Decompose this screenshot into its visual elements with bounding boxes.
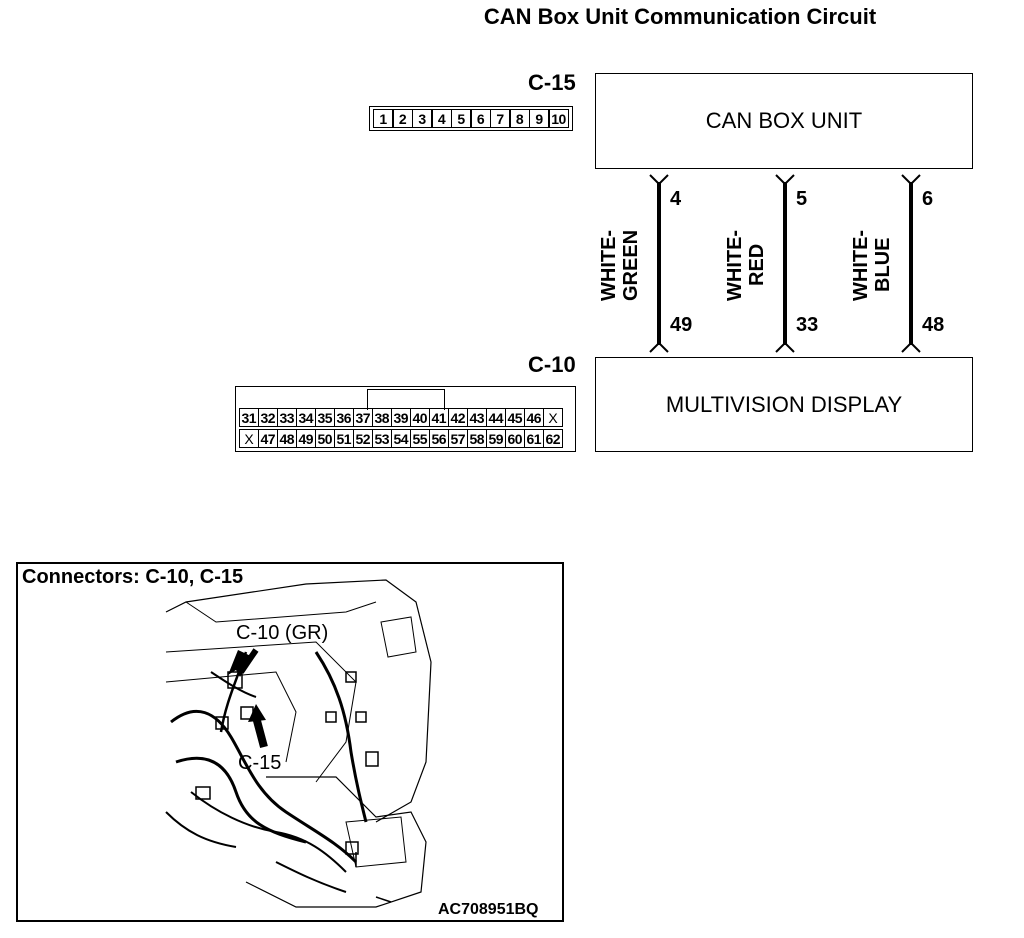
pin-cell: 45 xyxy=(504,408,525,427)
pin-cell: 54 xyxy=(390,429,411,448)
callout-c15: C-15 xyxy=(238,752,282,774)
can-box-unit: CAN BOX UNIT xyxy=(595,73,973,169)
pin-cell: 31 xyxy=(238,408,259,427)
connector-location-panel xyxy=(16,562,564,922)
pin-cell: 56 xyxy=(428,429,449,448)
pin-cell: 2 xyxy=(392,109,413,128)
pin-cell: 57 xyxy=(447,429,468,448)
c15-pointer-arrow xyxy=(248,704,266,722)
callout-c10: C-10 (GR) xyxy=(236,622,329,644)
pin-cell: 37 xyxy=(352,408,373,427)
pin-cell: 51 xyxy=(333,429,354,448)
wire-3-top-pin: 6 xyxy=(922,188,934,210)
wire-1-bottom-pin: 49 xyxy=(670,314,693,336)
pin-cell: 58 xyxy=(466,429,487,448)
pin-cell: 55 xyxy=(409,429,430,448)
pin-cell: 50 xyxy=(314,429,335,448)
pin-cell: 38 xyxy=(371,408,392,427)
pin-cell: 8 xyxy=(509,109,530,128)
connector-c15-label: C-15 xyxy=(528,70,576,95)
connector-c10-outline xyxy=(235,386,576,452)
pin-cell: 62 xyxy=(542,429,563,448)
c10-pointer-arrow xyxy=(228,650,253,677)
pin-cell: 52 xyxy=(352,429,373,448)
wire-white-blue xyxy=(901,174,921,353)
pin-cell: 6 xyxy=(470,109,491,128)
vehicle-dashboard-illustration xyxy=(165,579,432,908)
wire-3-bottom-pin: 48 xyxy=(922,314,945,336)
wire-white-red xyxy=(775,174,795,353)
wire-white-green xyxy=(649,174,669,353)
pin-cell: 40 xyxy=(409,408,430,427)
pin-cell: 43 xyxy=(466,408,487,427)
pin-cell: 61 xyxy=(523,429,544,448)
pin-cell: 44 xyxy=(485,408,506,427)
pin-cell: 53 xyxy=(371,429,392,448)
multivision-display-unit: MULTIVISION DISPLAY xyxy=(595,357,973,452)
diagram-title: CAN Box Unit Communication Circuit xyxy=(483,4,877,29)
pin-cell: 36 xyxy=(333,408,354,427)
pin-cell: 33 xyxy=(276,408,297,427)
pin-cell: 3 xyxy=(411,109,433,128)
pin-cell: 4 xyxy=(431,109,452,128)
pin-cell: 1 xyxy=(372,109,394,128)
connector-c10-latch xyxy=(367,389,445,410)
pin-cell: 48 xyxy=(276,429,297,448)
pin-cell: 59 xyxy=(485,429,506,448)
wire-2-bottom-pin: 33 xyxy=(796,314,819,336)
pin-cell: 7 xyxy=(489,109,511,128)
pin-cell: 41 xyxy=(428,408,449,427)
pin-cell: 42 xyxy=(447,408,468,427)
pin-cell: 47 xyxy=(257,429,278,448)
pin-cell-unused: X xyxy=(238,429,259,448)
pin-cell: 10 xyxy=(548,109,569,128)
wire-1-color-label: WHITE-GREEN xyxy=(598,229,642,301)
pin-cell: 5 xyxy=(450,109,472,128)
wire-2-color-label: WHITE-RED xyxy=(724,229,768,301)
pin-cell: 60 xyxy=(504,429,525,448)
pin-cell: 39 xyxy=(390,408,411,427)
wire-2-top-pin: 5 xyxy=(796,188,808,210)
connector-c10-label: C-10 xyxy=(528,352,576,377)
pin-cell: 49 xyxy=(295,429,316,448)
figure-code: AC708951BQ xyxy=(438,901,539,918)
pin-cell: 46 xyxy=(523,408,544,427)
wire-3-color-label: WHITE-BLUE xyxy=(850,229,894,301)
pin-cell: 9 xyxy=(528,109,550,128)
pin-cell: 32 xyxy=(257,408,278,427)
pin-cell: 35 xyxy=(314,408,335,427)
wire-1-top-pin: 4 xyxy=(670,188,682,210)
pin-cell-unused: X xyxy=(542,408,563,427)
connector-panel-title: Connectors: C-10, C-15 xyxy=(22,566,248,589)
pin-cell: 34 xyxy=(295,408,316,427)
